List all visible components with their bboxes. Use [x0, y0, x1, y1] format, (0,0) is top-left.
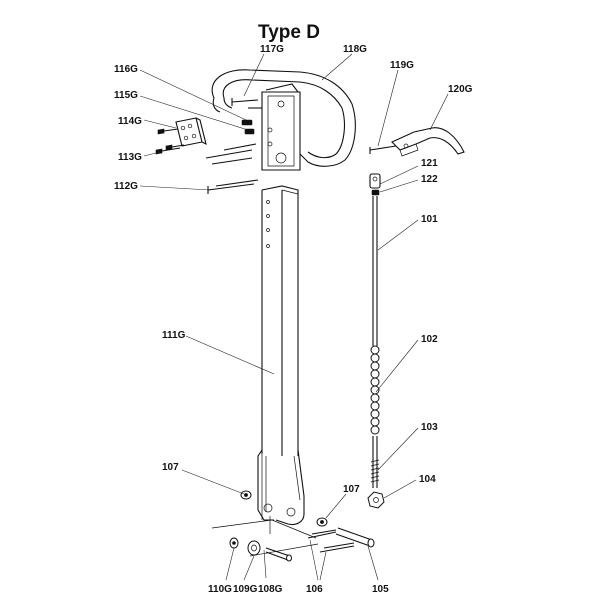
part-104-nut: [367, 491, 385, 509]
part-113G-bolts: [155, 128, 185, 155]
bottom-guide-lines: [211, 519, 319, 557]
part-labels: 117G 118G 116G 115G 114G 113G 112G 119G …: [114, 44, 473, 595]
label-107-right: 107: [343, 484, 360, 495]
part-117G-pins: [231, 98, 262, 109]
label-103: 103: [421, 422, 438, 433]
label-107-left: 107: [162, 462, 179, 473]
part-121-clevis: [369, 173, 381, 189]
label-104: 104: [419, 474, 436, 485]
part-110G-washer: [229, 537, 239, 549]
label-116G: 116G: [114, 64, 138, 75]
label-105: 105: [372, 584, 389, 595]
part-102-chain: [370, 345, 380, 435]
part-120G-pedal: [391, 127, 465, 157]
label-117G: 117G: [260, 44, 284, 55]
part-109G-roller: [247, 540, 261, 556]
label-115G: 115G: [114, 90, 138, 101]
part-115G-screw: [244, 128, 255, 135]
part-122-pin: [371, 189, 380, 196]
part-106-pins: [307, 529, 355, 553]
handle-head-bracket: [261, 83, 301, 171]
label-102: 102: [421, 334, 438, 345]
label-122: 122: [421, 174, 438, 185]
label-106: 106: [306, 584, 323, 595]
label-121: 121: [421, 158, 438, 169]
label-112G: 112G: [114, 181, 138, 192]
label-111G: 111G: [162, 330, 186, 341]
part-119G-pin: [369, 145, 397, 154]
label-108G: 108G: [258, 584, 283, 595]
part-101-rod: [372, 196, 378, 346]
part-108G-pin: [265, 547, 292, 562]
label-118G: 118G: [343, 44, 367, 55]
part-112G-pins: [207, 179, 259, 194]
part-103-threaded-end: [370, 436, 380, 488]
label-113G: 113G: [118, 152, 142, 163]
label-110G: 110G: [208, 584, 232, 595]
label-109G: 109G: [233, 584, 258, 595]
part-111G-column: [261, 185, 299, 520]
label-119G: 119G: [390, 60, 414, 71]
part-105-axle: [335, 527, 375, 548]
part-head-pins: [205, 143, 257, 165]
part-107-bushing-right: [316, 517, 328, 527]
part-114G-plate: [175, 117, 207, 147]
part-lower-yoke: [257, 449, 305, 534]
label-114G: 114G: [118, 116, 142, 127]
leader-lines: [139, 53, 449, 581]
part-116G-screw: [241, 119, 253, 126]
handle-loop: [211, 69, 356, 167]
part-107-bushing-left: [240, 490, 252, 500]
label-101: 101: [421, 214, 438, 225]
diagram-title: Type D: [258, 22, 320, 43]
label-120G: 120G: [448, 84, 473, 95]
